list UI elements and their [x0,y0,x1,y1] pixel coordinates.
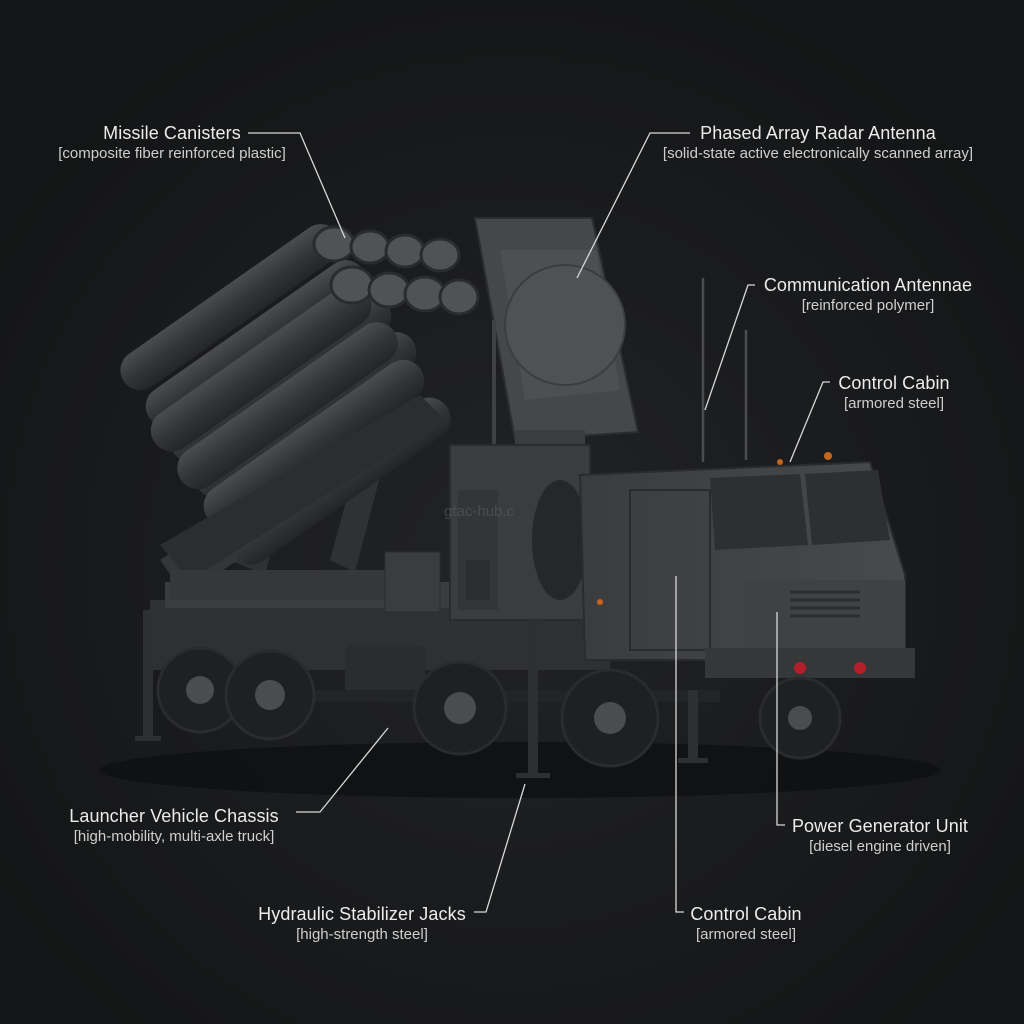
callout-material: [high-strength steel] [296,926,428,943]
callout-material: [reinforced polymer] [801,297,935,314]
callout-phased-array-radar-antenna: Phased Array Radar Antenna [solid-state … [648,122,988,164]
equipment-module [449,444,591,621]
callout-material: [diesel engine driven] [809,838,951,855]
missile-launcher [120,224,480,613]
leader-control-cabin-top [789,381,830,463]
callout-title: Control Cabin [838,373,950,393]
leader-launcher-chassis [296,727,389,813]
callout-material: [solid-state active electronically scann… [662,145,974,162]
callout-power-generator-unit: Power Generator Unit [diesel engine driv… [788,815,972,857]
leader-radar-antenna [576,132,690,279]
watermark: gtac-hub.c [444,503,515,520]
callout-missile-canisters: Missile Canisters [composite fiber reinf… [48,122,296,164]
callout-material: [high-mobility, multi-axle truck] [73,828,275,845]
hydraulic-stabilizer-jacks [135,610,708,778]
leader-communication-antennae [704,284,755,411]
wheels [156,646,842,768]
callout-title: Launcher Vehicle Chassis [69,806,279,826]
phased-array-radar-antenna [473,217,640,455]
communication-antennae [701,278,748,462]
leader-stabilizer-jacks [474,783,526,913]
callout-material: [armored steel] [695,926,797,943]
leader-control-cabin-bottom [675,576,684,913]
leader-power-generator [776,612,785,826]
leader-missile-canisters [248,132,346,239]
callout-title: Missile Canisters [103,123,241,143]
callout-title: Phased Array Radar Antenna [700,123,936,143]
callout-control-cabin-bottom: Control Cabin [armored steel] [686,903,806,945]
callout-title: Power Generator Unit [791,816,969,836]
callout-material: [composite fiber reinforced plastic] [58,145,286,162]
leader-lines [248,132,830,913]
callout-title: Hydraulic Stabilizer Jacks [258,904,466,924]
callout-title: Control Cabin [690,904,802,924]
callout-communication-antennae: Communication Antennae [reinforced polym… [758,274,978,316]
control-cabin [578,452,915,678]
callout-launcher-vehicle-chassis: Launcher Vehicle Chassis [high-mobility,… [56,805,292,847]
callout-material: [armored steel] [843,395,945,412]
callout-title: Communication Antennae [763,275,973,295]
callout-control-cabin-top: Control Cabin [armored steel] [833,372,955,414]
callout-hydraulic-stabilizer-jacks: Hydraulic Stabilizer Jacks [high-strengt… [252,903,472,945]
ground-shadow [100,742,940,798]
